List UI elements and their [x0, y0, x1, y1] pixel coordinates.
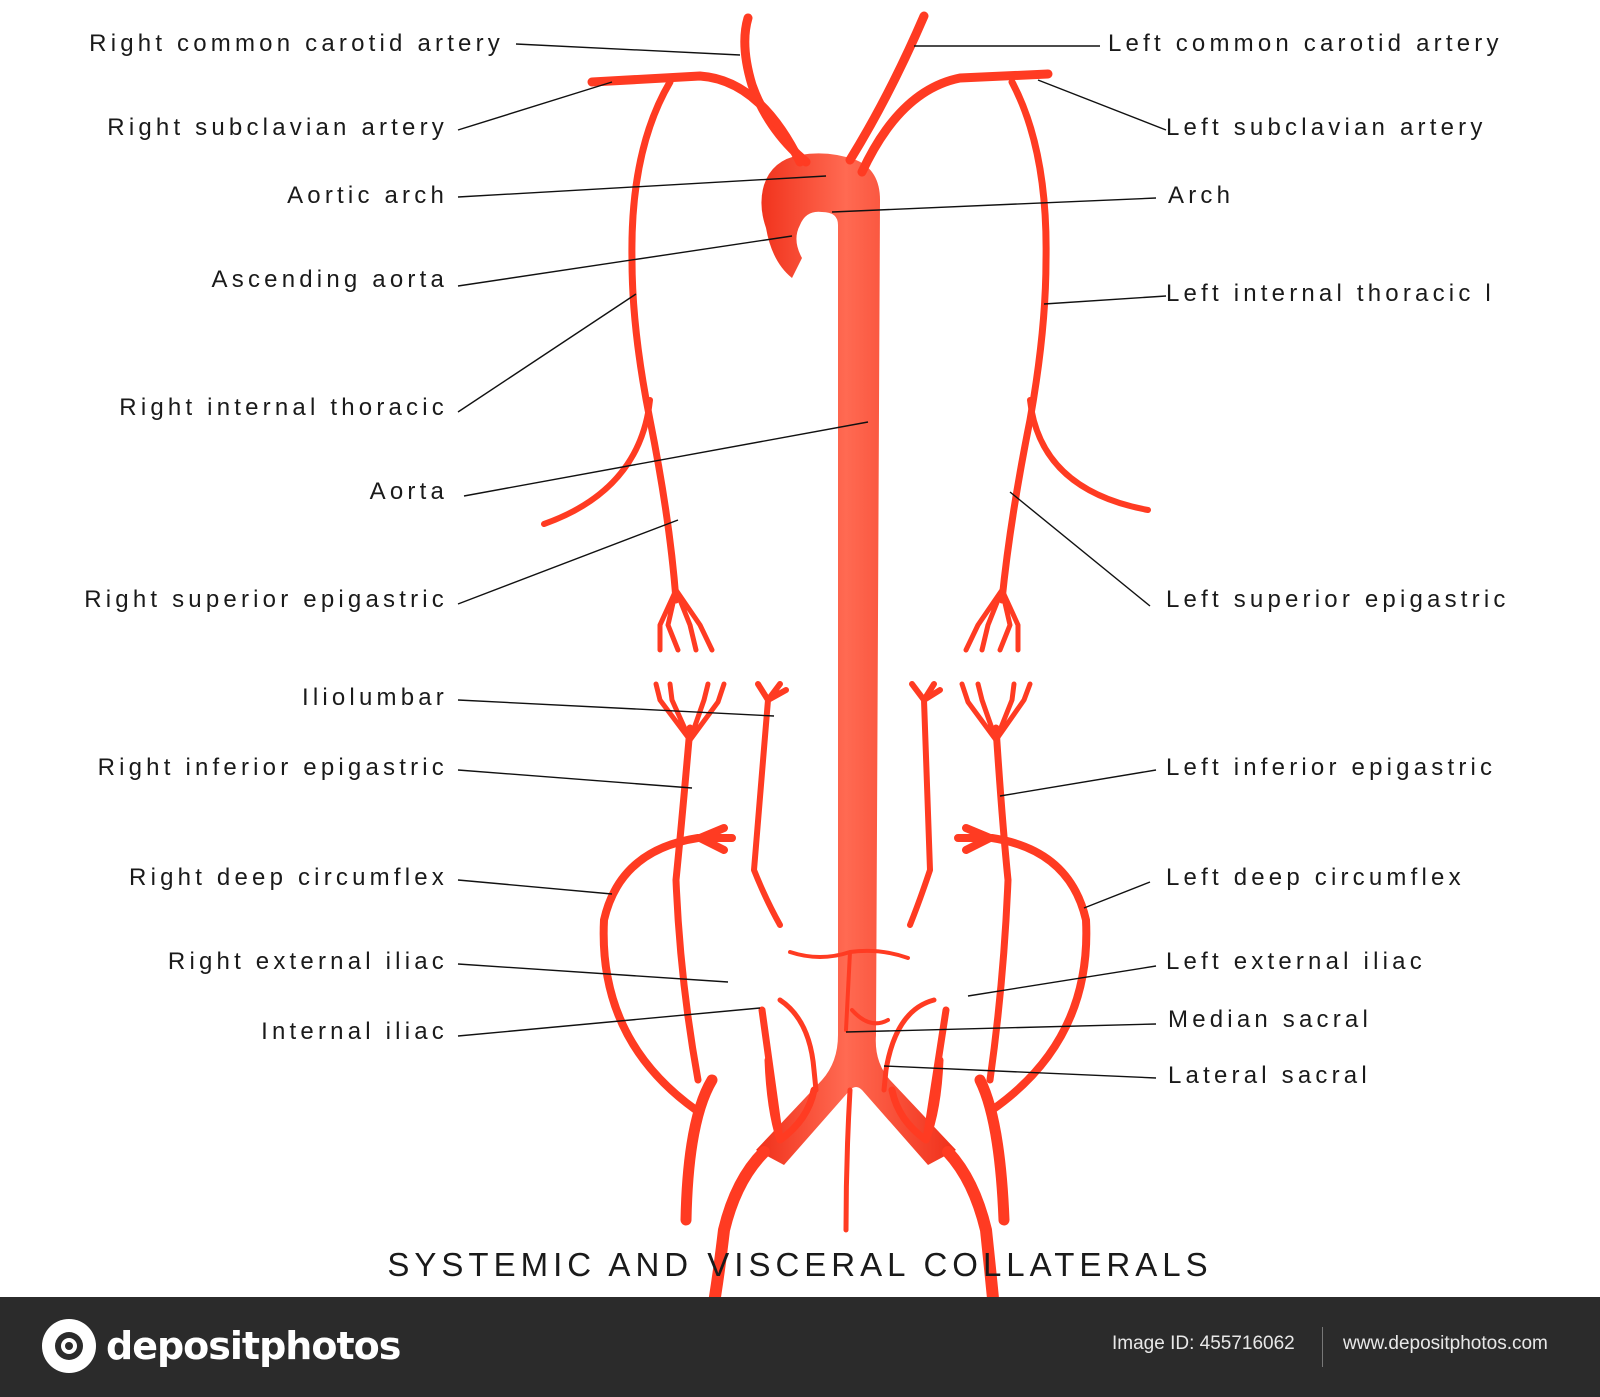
label-right-inferior-epigastric: Right inferior epigastric [97, 754, 448, 781]
leader-arch [831, 197, 1157, 213]
leader-aortic-arch [457, 175, 827, 198]
left-external-iliac [942, 1146, 999, 1297]
left-femoral [974, 1074, 1010, 1226]
leader-right-subclavian [457, 81, 613, 131]
label-aortic-arch: Aortic arch [287, 182, 448, 209]
left-deep-circumflex [954, 824, 1091, 1114]
leader-lateral-sacral [883, 1065, 1157, 1079]
leader-left-subclavian [1037, 79, 1167, 131]
label-median-sacral: Median sacral [1168, 1006, 1373, 1033]
right-iliolumbar [751, 681, 789, 928]
label-lateral-sacral: Lateral sacral [1168, 1062, 1371, 1089]
label-right-common-carotid: Right common carotid artery [89, 30, 504, 57]
artery-illustration [457, 11, 1167, 1297]
left-common-carotid [845, 11, 929, 165]
leader-right-external-iliac [457, 963, 729, 983]
leader-right-deep-circumflex [457, 879, 613, 895]
image-id-text: Image ID: 455716062 [1112, 1333, 1295, 1354]
right-deep-circumflex [599, 824, 736, 1114]
left-iliolumbar [907, 681, 943, 928]
right-common-carotid [740, 13, 811, 167]
label-aorta: Aorta [369, 478, 448, 505]
label-arch: Arch [1168, 182, 1235, 209]
label-left-external-iliac: Left external iliac [1166, 948, 1426, 975]
footer-bar: depositphotos Image ID: 455716062 www.de… [0, 1297, 1600, 1397]
label-internal-iliac: Internal iliac [261, 1018, 448, 1045]
label-ascending-aorta: Ascending aorta [211, 266, 448, 293]
label-left-inferior-epigastric: Left inferior epigastric [1166, 754, 1497, 781]
left-thoracic-lateral [1027, 397, 1151, 513]
label-left-subclavian: Left subclavian artery [1166, 114, 1487, 141]
label-iliolumbar: Iliolumbar [301, 684, 448, 711]
median-sacral [843, 1087, 853, 1233]
right-thoracic-lateral [541, 397, 653, 527]
right-subclavian [587, 71, 805, 167]
right-external-iliac [708, 1146, 770, 1297]
right-femoral [680, 1074, 718, 1226]
leader-internal-iliac [457, 1007, 761, 1037]
right-internal-thoracic [628, 78, 680, 604]
leader-right-superior-epigastric [457, 519, 679, 605]
leader-left-superior-epigastric [1009, 491, 1151, 607]
leader-left-external-iliac [967, 965, 1157, 997]
label-right-subclavian: Right subclavian artery [107, 114, 448, 141]
brand-logo-group[interactable]: depositphotos [42, 1319, 401, 1373]
diagram: Right common carotid artery Right subcla… [84, 11, 1510, 1297]
leader-right-inferior-epigastric [457, 769, 693, 789]
right-inf-epigastric-branches [653, 681, 727, 743]
leader-iliolumbar [457, 699, 775, 717]
right-lateral-sacral [777, 997, 819, 1093]
right-internal-iliac [758, 1006, 818, 1144]
left-internal-iliac [888, 1006, 950, 1144]
leader-lines [457, 43, 1167, 1079]
left-inferior-epigastric [986, 724, 1012, 1084]
diagram-title: SYSTEMIC AND VISCERAL COLLATERALS [387, 1246, 1213, 1283]
aorta-body [756, 153, 956, 1166]
brand-name: depositphotos [106, 1324, 401, 1368]
label-left-deep-circumflex: Left deep circumflex [1166, 864, 1465, 891]
label-right-internal-thoracic: Right internal thoracic [119, 394, 448, 421]
left-subclavian [857, 69, 1053, 177]
vessel-group [541, 11, 1151, 1297]
leader-left-deep-circumflex [1083, 881, 1151, 909]
leader-right-internal-thoracic [457, 293, 637, 413]
leader-right-common-carotid [515, 43, 741, 56]
leader-ascending-aorta [457, 235, 793, 287]
leader-left-internal-thoracic [1043, 295, 1167, 305]
label-right-deep-circumflex: Right deep circumflex [129, 864, 448, 891]
leader-median-sacral [845, 1023, 1157, 1033]
left-lateral-sacral [881, 997, 937, 1093]
right-sup-epigastric-branches [657, 587, 715, 653]
pelvic-anastomosis [788, 948, 910, 1032]
label-right-external-iliac: Right external iliac [167, 948, 448, 975]
leader-left-inferior-epigastric [999, 769, 1157, 797]
site-url-link[interactable]: www.depositphotos.com [1343, 1333, 1548, 1354]
left-internal-thoracic [998, 78, 1050, 604]
left-inf-epigastric-branches [959, 681, 1033, 743]
label-left-internal-thoracic: Left internal thoracic l [1166, 280, 1495, 307]
footer-divider [1322, 1327, 1323, 1367]
left-sup-epigastric-branches [963, 587, 1021, 653]
camera-icon [42, 1319, 96, 1373]
label-left-common-carotid: Left common carotid artery [1108, 30, 1503, 57]
label-left-superior-epigastric: Left superior epigastric [1166, 586, 1510, 613]
right-inferior-epigastric [672, 724, 702, 1084]
leader-aorta [463, 421, 869, 497]
label-right-superior-epigastric: Right superior epigastric [84, 586, 448, 613]
